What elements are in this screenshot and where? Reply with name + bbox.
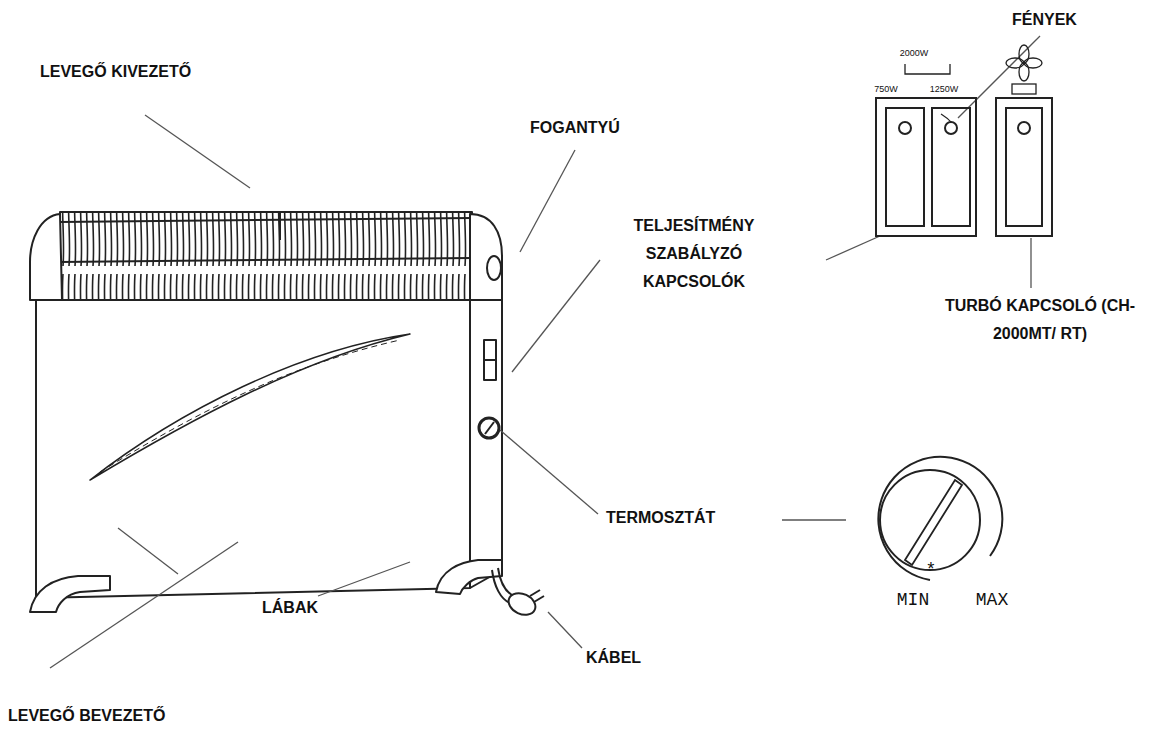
part-label: LEVEGŐ KIVEZETŐ bbox=[40, 62, 191, 81]
scale-label: MAX bbox=[976, 590, 1008, 612]
power-value: 2000W bbox=[900, 48, 929, 59]
part-label: TELJESÍTMÉNY SZABÁLYZÓ KAPCSOLÓK bbox=[604, 212, 784, 296]
part-label: KÁBEL bbox=[586, 648, 641, 667]
part-label: LÁBAK bbox=[262, 598, 318, 617]
part-label: LEVEGŐ BEVEZETŐ bbox=[8, 706, 165, 725]
part-label: FÉNYEK bbox=[1012, 10, 1077, 29]
part-label: FOGANTYÚ bbox=[530, 118, 620, 137]
scale-label: MIN bbox=[897, 590, 929, 612]
power-value: 1250W bbox=[930, 84, 959, 95]
part-label: TERMOSZTÁT bbox=[606, 508, 715, 527]
min-marker: * bbox=[926, 560, 937, 582]
part-label: TURBÓ KAPCSOLÓ (CH-2000MT/ RT) bbox=[940, 292, 1140, 348]
power-value: 750W bbox=[874, 84, 898, 95]
